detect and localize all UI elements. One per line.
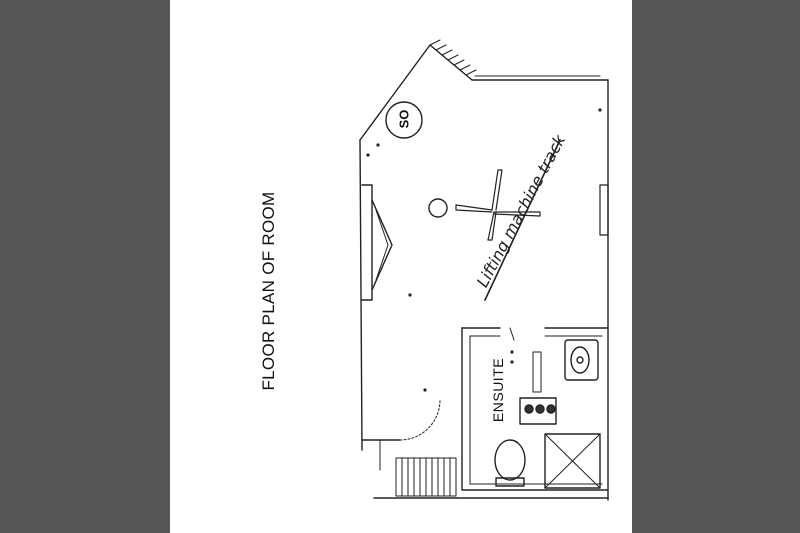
- grab-rail: [532, 351, 542, 393]
- ensuite-door-swing: [509, 327, 515, 341]
- ensuite-label: ENSUITE: [490, 357, 506, 423]
- ceiling-fan-icon: [455, 169, 541, 241]
- right-window: [599, 184, 609, 236]
- toilet-icon: [494, 439, 526, 487]
- lifting-track-line: [484, 139, 561, 301]
- socket-outlet-circle: [385, 101, 423, 139]
- shower-tray-icon: [544, 433, 601, 489]
- left-wall: [359, 139, 363, 451]
- light-fixture: [428, 198, 448, 218]
- room-door: [361, 399, 441, 471]
- socket-outlet-label: SO: [396, 109, 412, 129]
- plan-title: FLOOR PLAN OF ROOM: [259, 191, 278, 391]
- wall-hatch-top: [429, 39, 477, 76]
- wall-socket-dots: [366, 108, 602, 392]
- storage-unit-icon: [395, 457, 457, 497]
- left-window: [361, 184, 393, 301]
- washbasin-icon: [564, 339, 599, 381]
- ensuite-inner-wall: [469, 335, 603, 485]
- heater-icon: [519, 397, 557, 425]
- top-diagonal-wall: [359, 44, 473, 141]
- ensuite-left-wall: [461, 327, 609, 491]
